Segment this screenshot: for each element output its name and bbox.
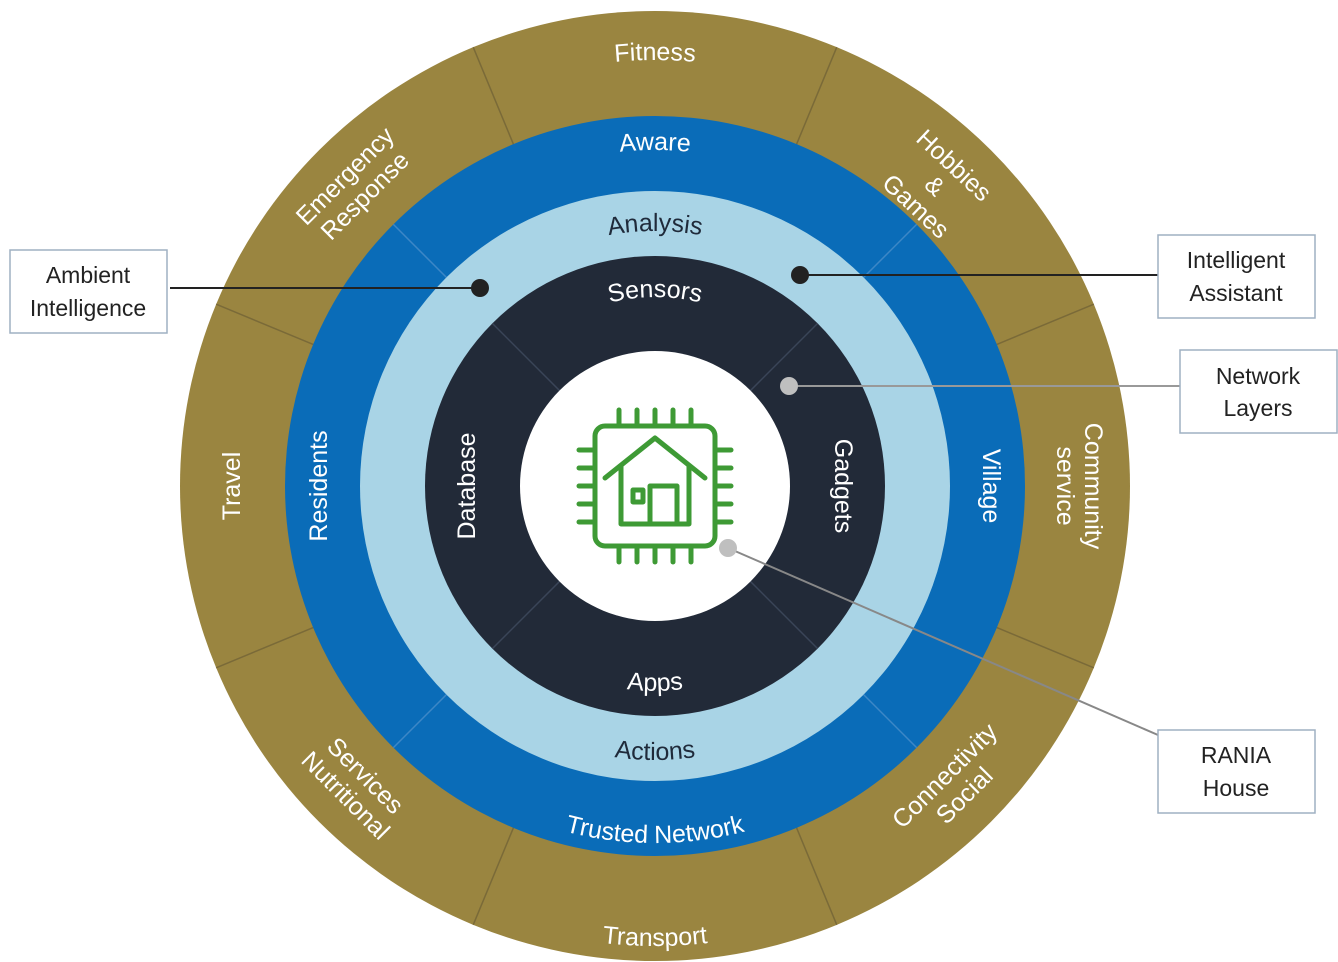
outer-divider xyxy=(215,303,314,346)
outer-divider xyxy=(996,303,1095,346)
svg-text:Residents: Residents xyxy=(305,430,333,541)
leader-dot-assistant xyxy=(791,266,809,284)
svg-text:Intelligence: Intelligence xyxy=(30,295,146,321)
dark-divider xyxy=(749,322,819,392)
blue-label-village: Village xyxy=(977,449,1005,524)
leader-dot-network xyxy=(780,377,798,395)
outer-label-travel: Travel xyxy=(218,452,246,521)
dark-label-apps: Apps xyxy=(626,667,684,697)
svg-text:Village: Village xyxy=(977,449,1005,524)
svg-text:Community: Community xyxy=(1079,423,1107,550)
leader-line-house xyxy=(727,547,1159,736)
outer-label-fitness: Fitness xyxy=(613,38,697,68)
blue-label-residents: Residents xyxy=(305,430,333,541)
svg-text:RANIA: RANIA xyxy=(1201,742,1272,768)
outer-ring-dividers xyxy=(215,46,1095,926)
svg-text:Intelligent: Intelligent xyxy=(1187,247,1286,273)
outer-label-community-service: Community service xyxy=(1051,423,1107,550)
svg-text:Travel: Travel xyxy=(218,452,246,521)
blue-divider xyxy=(863,223,918,278)
dark-label-sensors: Sensors xyxy=(605,275,705,308)
svg-text:Network: Network xyxy=(1216,363,1301,389)
outer-divider xyxy=(996,626,1095,669)
outer-divider xyxy=(472,46,515,145)
blue-label-aware: Aware xyxy=(618,128,692,158)
svg-text:Assistant: Assistant xyxy=(1189,280,1283,306)
callout-ambient-intelligence: Ambient Intelligence xyxy=(9,249,168,334)
callout-rania-house: RANIA House xyxy=(1157,729,1316,814)
dark-divider xyxy=(491,580,561,650)
dark-divider xyxy=(491,322,561,392)
outer-divider xyxy=(472,827,515,926)
dark-label-database: Database xyxy=(453,432,481,539)
callout-intelligent-assistant: Intelligent Assistant xyxy=(1157,234,1316,319)
leader-dot-ambient xyxy=(471,279,489,297)
leader-dot-house xyxy=(719,539,737,557)
light-label-analysis: Analysis xyxy=(605,209,704,241)
blue-divider xyxy=(863,694,918,749)
callout-network-layers: Network Layers xyxy=(1179,349,1338,434)
svg-text:Layers: Layers xyxy=(1223,395,1292,421)
chip-house-icon xyxy=(576,407,734,565)
outer-divider xyxy=(215,626,314,669)
blue-divider xyxy=(392,223,447,278)
outer-divider xyxy=(795,827,838,926)
svg-text:Gadgets: Gadgets xyxy=(829,439,857,534)
dark-label-gadgets: Gadgets xyxy=(829,439,857,534)
svg-text:service: service xyxy=(1051,446,1079,525)
svg-text:House: House xyxy=(1203,775,1269,801)
blue-divider xyxy=(392,694,447,749)
svg-text:Ambient: Ambient xyxy=(46,262,131,288)
dark-divider xyxy=(749,580,819,650)
svg-text:Database: Database xyxy=(453,432,481,539)
light-label-actions: Actions xyxy=(613,735,696,766)
outer-label-transport: Transport xyxy=(601,921,708,952)
inner-ring-dividers xyxy=(392,223,918,749)
outer-divider xyxy=(795,46,838,145)
